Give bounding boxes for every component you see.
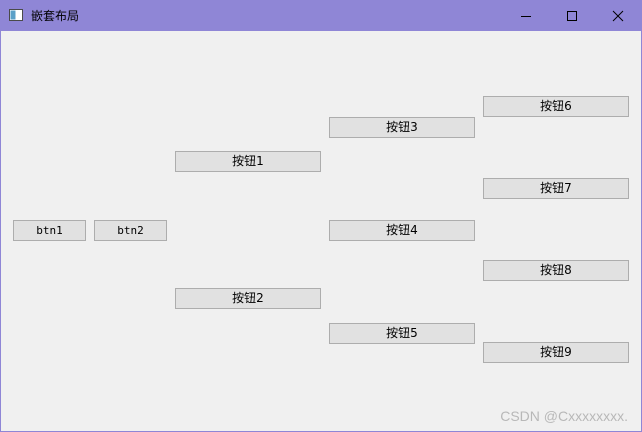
close-icon	[612, 10, 624, 22]
button-2[interactable]: 按钮2	[175, 288, 321, 309]
btn1-button[interactable]: btn1	[13, 220, 86, 241]
btn2-button[interactable]: btn2	[94, 220, 167, 241]
close-button[interactable]	[595, 1, 641, 31]
button-1[interactable]: 按钮1	[175, 151, 321, 172]
button-9[interactable]: 按钮9	[483, 342, 629, 363]
maximize-icon	[567, 11, 577, 21]
button-5[interactable]: 按钮5	[329, 323, 475, 344]
button-8[interactable]: 按钮8	[483, 260, 629, 281]
button-7[interactable]: 按钮7	[483, 178, 629, 199]
app-window-icon	[9, 9, 23, 21]
title-bar[interactable]: 嵌套布局	[1, 1, 641, 31]
maximize-button[interactable]	[549, 1, 595, 31]
window-title: 嵌套布局	[31, 9, 80, 23]
minimize-icon	[521, 16, 531, 17]
minimize-button[interactable]	[503, 1, 549, 31]
button-6[interactable]: 按钮6	[483, 96, 629, 117]
button-4[interactable]: 按钮4	[329, 220, 475, 241]
button-3[interactable]: 按钮3	[329, 117, 475, 138]
watermark-text: CSDN @Cxxxxxxxx.	[500, 408, 628, 424]
